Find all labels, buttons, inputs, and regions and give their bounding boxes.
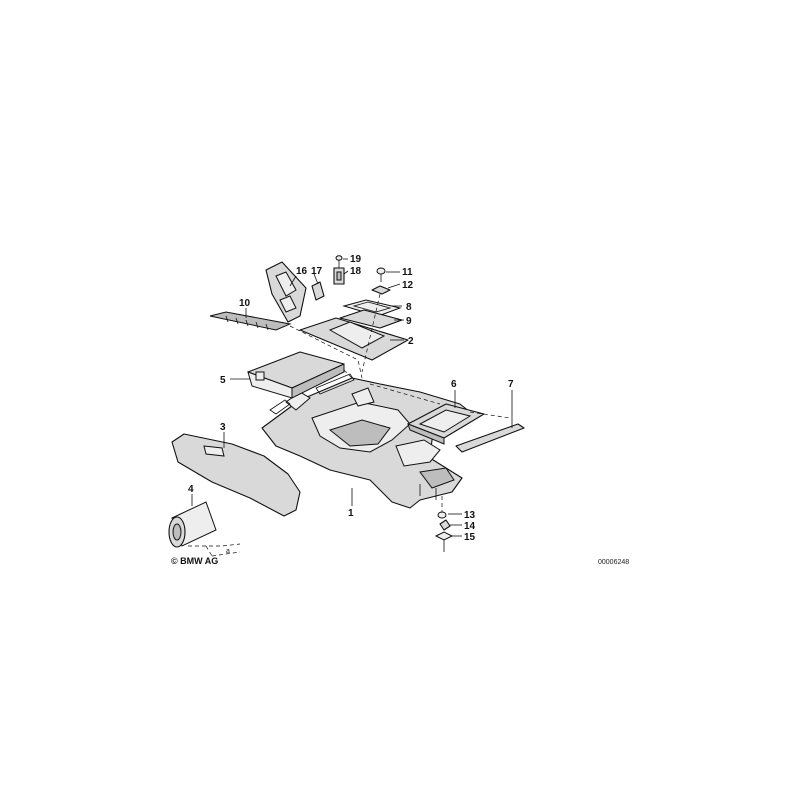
clip-17: [311, 281, 325, 301]
assembly-line-11: [361, 293, 381, 373]
callout-9: 9: [406, 316, 412, 327]
storage-tray: [247, 351, 345, 399]
leader-16: [289, 275, 297, 287]
callout-19: 19: [350, 254, 362, 265]
trim-strip: [455, 423, 525, 453]
fastener-18-19: [333, 255, 345, 285]
center-console-body: [261, 373, 471, 509]
callout-15: 15: [464, 532, 476, 543]
callout-5: 5: [220, 375, 226, 386]
leader-17: [313, 273, 319, 285]
callout-10: 10: [239, 298, 251, 309]
mounting-bracket: [265, 261, 307, 323]
callout-18: 18: [350, 266, 362, 277]
console-trim-plate: [299, 317, 409, 361]
callout-11: 11: [402, 267, 413, 278]
callout-7: 7: [508, 379, 514, 390]
assembly-line-6: [369, 383, 441, 405]
callout-16: 16: [296, 266, 308, 277]
callout-8: 8: [406, 302, 412, 313]
callout-6: 6: [451, 379, 457, 390]
callout-1: 1: [348, 508, 354, 519]
console-tray: [407, 403, 485, 445]
fastener-13-14-15: [434, 511, 454, 552]
dimension-mark: a: [226, 548, 230, 555]
leader-12: [387, 283, 401, 289]
callout-14: 14: [464, 521, 476, 532]
callout-17: 17: [311, 266, 323, 277]
material-roll: a: [168, 501, 241, 557]
fastener-11-12: [371, 267, 391, 295]
assembly-line-5: [343, 369, 353, 379]
diagram-number: 00006248: [598, 559, 629, 566]
callout-4: 4: [188, 484, 194, 495]
callout-12: 12: [402, 280, 414, 291]
grille-cover: [209, 311, 292, 331]
callout-2: 2: [408, 336, 414, 347]
callout-3: 3: [220, 422, 226, 433]
copyright-label: © BMW AG: [171, 556, 218, 566]
leader-18: [343, 270, 349, 275]
callout-13: 13: [464, 510, 476, 521]
